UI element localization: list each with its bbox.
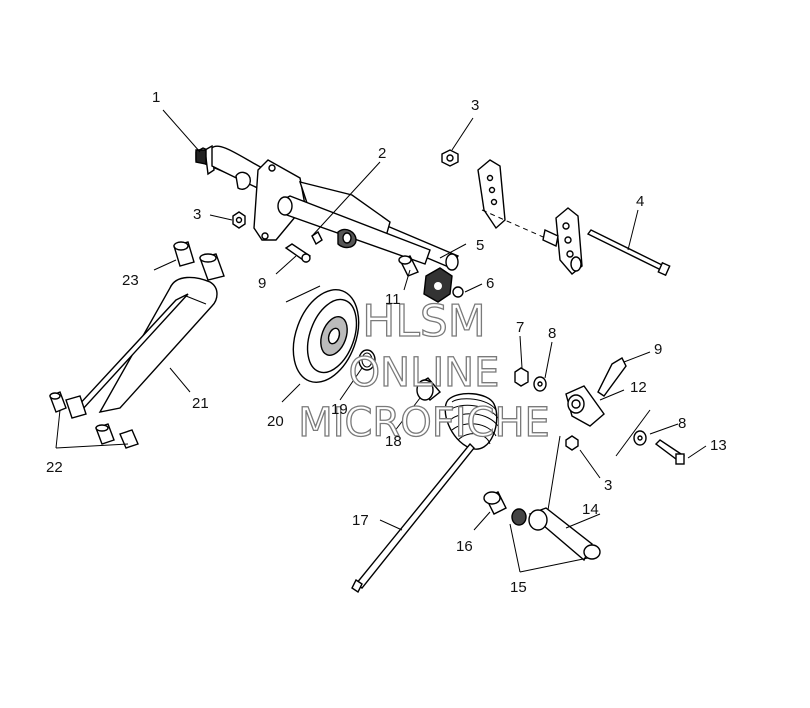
watermark: HLSM ONLINE MICROFICHE: [298, 295, 551, 446]
callout-3-lower: 3: [604, 477, 612, 494]
callout-15: 15: [510, 579, 527, 596]
adjuster-bracket-lower: [542, 207, 583, 275]
callout-23: 23: [122, 272, 139, 289]
callout-8-upper: 8: [548, 325, 556, 342]
bushing-16: [483, 491, 507, 515]
callout-12: 12: [630, 379, 647, 396]
callout-3-top: 3: [471, 97, 479, 114]
washer-8-right: [633, 430, 647, 446]
callout-labels: 1 2 3 3 4 5 6 9 11 23 7 8 9 12 8 13 3 14…: [46, 89, 727, 596]
callout-16: 16: [456, 538, 473, 555]
nut-3-lower: [565, 435, 579, 451]
idler-wheel-20: [292, 289, 360, 383]
callout-5: 5: [476, 237, 484, 254]
callout-1: 1: [152, 89, 160, 106]
bolt-13: [654, 439, 685, 465]
bushing-11: [398, 255, 419, 277]
bushings-22: [49, 391, 139, 449]
callout-14: 14: [582, 501, 599, 518]
nut-7: [514, 367, 529, 387]
bolt-4: [586, 229, 671, 277]
callout-22: 22: [46, 459, 63, 476]
bolt-9-right: [597, 357, 627, 397]
bolt-9-left: [284, 243, 311, 263]
callout-4: 4: [636, 193, 644, 210]
callout-3-left: 3: [193, 206, 201, 223]
cam-6: [423, 267, 464, 303]
nut-3-top: [441, 149, 459, 167]
adjuster-bracket-upper: [477, 159, 551, 241]
bushings-15: [511, 508, 601, 560]
callout-13: 13: [710, 437, 727, 454]
callout-8-right: 8: [678, 415, 686, 432]
callout-2: 2: [378, 145, 386, 162]
callout-6: 6: [486, 275, 494, 292]
callout-9-left: 9: [258, 275, 266, 292]
callout-11: 11: [385, 291, 401, 308]
pivot-block-12: [565, 385, 605, 427]
ring-19: [358, 349, 376, 371]
watermark-line-1: HLSM: [362, 296, 486, 347]
callout-9-right: 9: [654, 341, 662, 358]
watermark-line-2: ONLINE: [349, 350, 500, 396]
callout-19: 19: [331, 401, 348, 418]
watermark-line-3: MICROFICHE: [298, 400, 550, 446]
callout-17: 17: [352, 512, 369, 529]
callout-21: 21: [192, 395, 209, 412]
washer-8-left: [533, 376, 547, 392]
spacer-18: [416, 377, 442, 401]
torsion-spring-17: [351, 393, 499, 594]
leader-lines: [55, 109, 707, 573]
callout-7: 7: [516, 319, 524, 336]
nut-3-left: [232, 211, 246, 229]
callout-20: 20: [267, 413, 284, 430]
rear-arm-21: [74, 276, 218, 413]
callout-18: 18: [385, 433, 402, 450]
bushings-23: [173, 241, 225, 281]
link-arm-14: [528, 507, 593, 562]
swing-arm-frame: [253, 159, 431, 265]
